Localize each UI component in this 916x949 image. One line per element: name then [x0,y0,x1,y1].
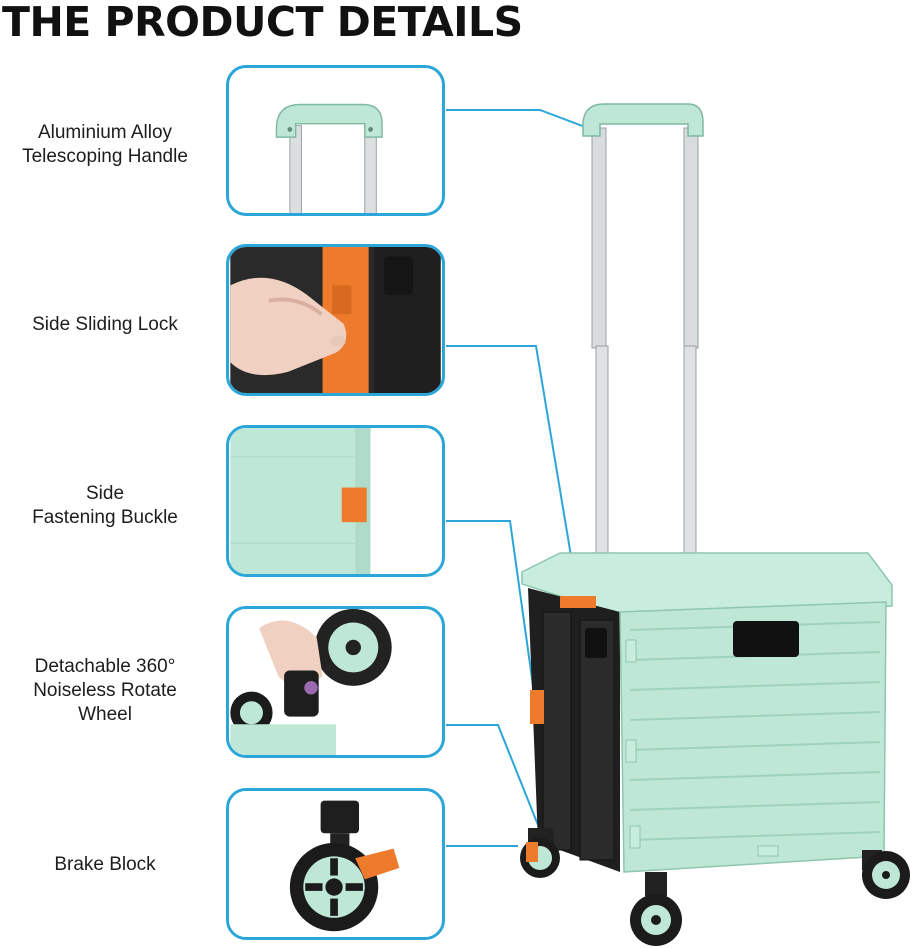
feature-label-sliding-lock: Side Sliding Lock [32,314,178,335]
detail-box-wheel [226,606,445,758]
connector-wheel [446,724,541,831]
sliding-lock-closeup-icon [230,247,441,393]
connector-lines [446,109,589,847]
page-title: THE PRODUCT DETAILS [2,0,523,46]
wheels [520,828,910,946]
connector-buckle [446,520,536,701]
wheel-front-left [630,872,682,946]
cart-body [521,552,893,873]
connector-lock [446,345,579,599]
sliding-lock [560,596,596,608]
feature-label-wheel: Detachable 360° Noiseless Rotate Wheel [33,656,177,725]
telescoping-handle [582,103,704,559]
handle-cutout [733,621,799,657]
wheel-back-left [520,828,560,878]
wheel-front-right [862,850,910,899]
handle-closeup-icon [275,103,383,213]
brake-closeup-icon [230,791,441,937]
detail-box-handle [226,65,445,216]
detail-box-buckle [226,425,445,577]
buckle-closeup-icon [230,428,441,574]
feature-label-handle: Aluminium Alloy Telescoping Handle [22,122,188,167]
fastening-buckle [530,690,544,724]
wheel-detach-closeup-icon [230,609,441,755]
detail-box-brake [226,788,445,940]
connector-handle [446,109,589,129]
feature-label-buckle: Side Fastening Buckle [32,483,178,528]
feature-label-brake: Brake Block [54,854,156,875]
detail-box-sliding-lock [226,244,445,396]
